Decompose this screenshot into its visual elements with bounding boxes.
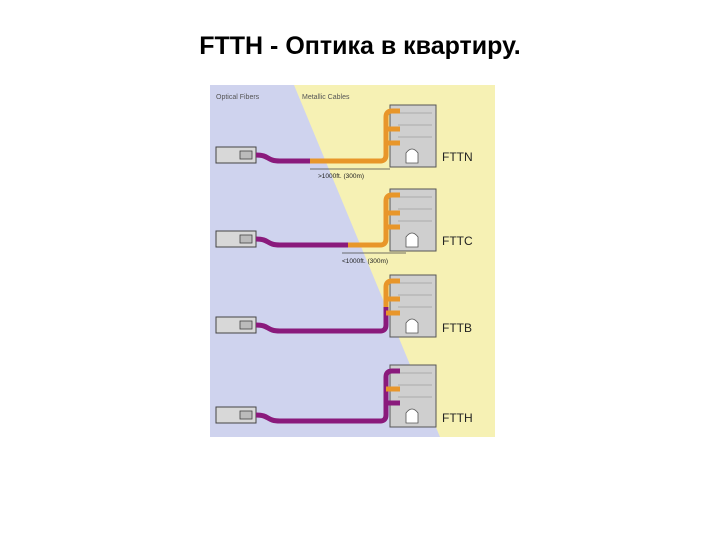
row-label: FTTN [442, 150, 473, 164]
copper-branches [386, 296, 400, 316]
row-label: FTTH [442, 411, 473, 425]
copper-cable [383, 278, 400, 307]
port [239, 320, 253, 330]
port [239, 410, 253, 420]
row-ftth: FTTH [215, 364, 473, 428]
header-metallic-cables: Metallic Cables [302, 94, 350, 101]
home-icon [405, 232, 419, 248]
distance-label: <1000ft. (300m) [342, 258, 388, 265]
home-icon [405, 318, 419, 334]
home-icon [405, 408, 419, 424]
ftth-diagram: Optical Fibers Metallic Cables >1000ft. … [210, 85, 495, 437]
header-optical-fibers: Optical Fibers [216, 94, 260, 101]
row-label: FTTC [442, 234, 473, 248]
copper-branches [386, 210, 400, 230]
diagram-svg: Optical Fibers Metallic Cables >1000ft. … [210, 85, 495, 437]
slide-title: FTTH - Оптика в квартиру. [199, 32, 521, 60]
row-label: FTTB [442, 321, 472, 335]
row-fttb: FTTB [215, 274, 472, 338]
fiber-cable [255, 307, 389, 334]
home-icon [405, 148, 419, 164]
copper-cable [310, 108, 400, 164]
fiber-cable [255, 236, 348, 248]
optical-zone [210, 85, 440, 437]
port [239, 150, 253, 160]
row-fttn: >1000ft. (300m) FTTN [215, 104, 473, 180]
fiber-cable [255, 368, 400, 424]
distance-label: >1000ft. (300m) [318, 173, 364, 180]
copper-cable [348, 192, 400, 248]
port [239, 234, 253, 244]
copper-branches [386, 126, 400, 146]
fiber-cable [255, 152, 310, 164]
row-fttc: <1000ft. (300m) FTTC [215, 188, 473, 265]
